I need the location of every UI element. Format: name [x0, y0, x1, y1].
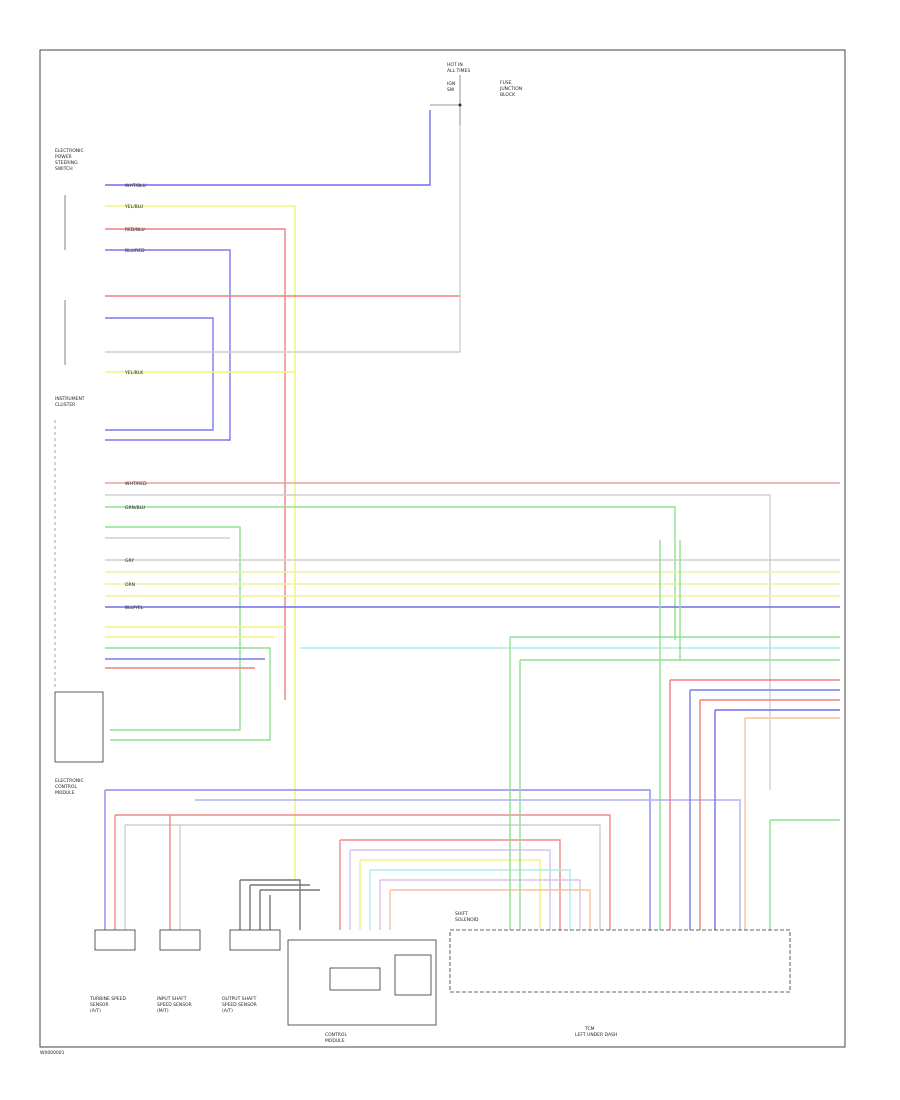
- svg-text:TCM: TCM: [584, 1026, 595, 1032]
- svg-text:LEFT UNDER DASH: LEFT UNDER DASH: [575, 1032, 617, 1038]
- svg-text:GRN/BLU: GRN/BLU: [125, 505, 145, 511]
- svg-text:ORN: ORN: [125, 582, 135, 588]
- svg-text:JUNCTION: JUNCTION: [499, 86, 522, 92]
- svg-text:SPEED SENSOR: SPEED SENSOR: [157, 1002, 192, 1008]
- svg-text:INSTRUMENT: INSTRUMENT: [55, 396, 85, 402]
- wire-labels: WHT/BLU YEL/BLU RED/BLU BLU/RED YEL/BLK …: [124, 183, 147, 611]
- instrument-cluster: INSTRUMENT CLUSTER: [54, 396, 85, 690]
- svg-text:SWITCH: SWITCH: [55, 166, 73, 172]
- svg-text:ELECTRONIC: ELECTRONIC: [55, 778, 84, 784]
- svg-text:(A/T): (A/T): [90, 1008, 101, 1014]
- svg-text:POWER: POWER: [55, 154, 72, 160]
- svg-text:IGN: IGN: [447, 81, 455, 87]
- shift-solenoid: SHIFT SOLENOID: [455, 911, 479, 923]
- ignition-switch: HOT IN ALL TIMES IGN SW: [430, 62, 470, 125]
- footer-code: W0000001: [40, 1050, 65, 1056]
- svg-text:(M/T): (M/T): [157, 1008, 169, 1014]
- svg-text:BLU/RED: BLU/RED: [125, 248, 145, 254]
- svg-text:ALL TIMES: ALL TIMES: [447, 68, 470, 74]
- control-module: CONTROL MODULE: [325, 1032, 347, 1044]
- pcm-lower: ELECTRONIC CONTROL MODULE: [55, 778, 84, 796]
- control-module-box: [287, 939, 437, 1026]
- fuse-block: FUSE JUNCTION BLOCK: [499, 80, 522, 98]
- svg-text:BLOCK: BLOCK: [500, 92, 516, 98]
- svg-text:FUSE: FUSE: [500, 80, 512, 86]
- diagram-frame: [39, 49, 846, 1048]
- svg-text:STEERING: STEERING: [55, 160, 78, 166]
- svg-text:WHT/RED: WHT/RED: [125, 481, 147, 487]
- pcm-box: [54, 691, 104, 763]
- svg-text:SOLENOID: SOLENOID: [455, 917, 479, 923]
- svg-text:(A/T): (A/T): [222, 1008, 233, 1014]
- svg-text:WHT/BLU: WHT/BLU: [125, 183, 146, 189]
- eps-switch: ELECTRONIC POWER STEERING SWITCH: [55, 148, 84, 365]
- svg-text:RED/BLU: RED/BLU: [125, 227, 145, 233]
- svg-text:SW: SW: [447, 87, 455, 93]
- svg-text:SENSOR: SENSOR: [90, 1002, 109, 1008]
- svg-text:CLUSTER: CLUSTER: [55, 402, 75, 408]
- tcm-box: [449, 929, 791, 993]
- svg-text:YEL/BLK: YEL/BLK: [124, 370, 144, 376]
- svg-text:ELECTRONIC: ELECTRONIC: [55, 148, 84, 154]
- speed-sensor-3: OUTPUT SHAFT SPEED SENSOR (A/T): [222, 929, 281, 1014]
- wires: [104, 110, 840, 930]
- svg-text:YEL/BLU: YEL/BLU: [124, 204, 143, 210]
- svg-text:INPUT SHAFT: INPUT SHAFT: [157, 996, 187, 1002]
- svg-text:MODULE: MODULE: [325, 1038, 345, 1044]
- svg-text:SHIFT: SHIFT: [455, 911, 468, 917]
- svg-text:TURBINE SPEED: TURBINE SPEED: [89, 996, 126, 1002]
- svg-text:OUTPUT SHAFT: OUTPUT SHAFT: [222, 996, 257, 1002]
- svg-text:BLU/YEL: BLU/YEL: [125, 605, 144, 611]
- svg-text:CONTROL: CONTROL: [325, 1032, 347, 1038]
- svg-text:CONTROL: CONTROL: [55, 784, 77, 790]
- speed-sensor-2: INPUT SHAFT SPEED SENSOR (M/T): [157, 929, 201, 1014]
- tcm: TCM LEFT UNDER DASH: [575, 1026, 617, 1038]
- speed-sensor-1: TURBINE SPEED SENSOR (A/T): [89, 929, 136, 1014]
- svg-text:GRY: GRY: [125, 558, 134, 564]
- svg-text:SPEED SENSOR: SPEED SENSOR: [222, 1002, 257, 1008]
- svg-text:HOT IN: HOT IN: [447, 62, 463, 68]
- svg-text:MODULE: MODULE: [55, 790, 75, 796]
